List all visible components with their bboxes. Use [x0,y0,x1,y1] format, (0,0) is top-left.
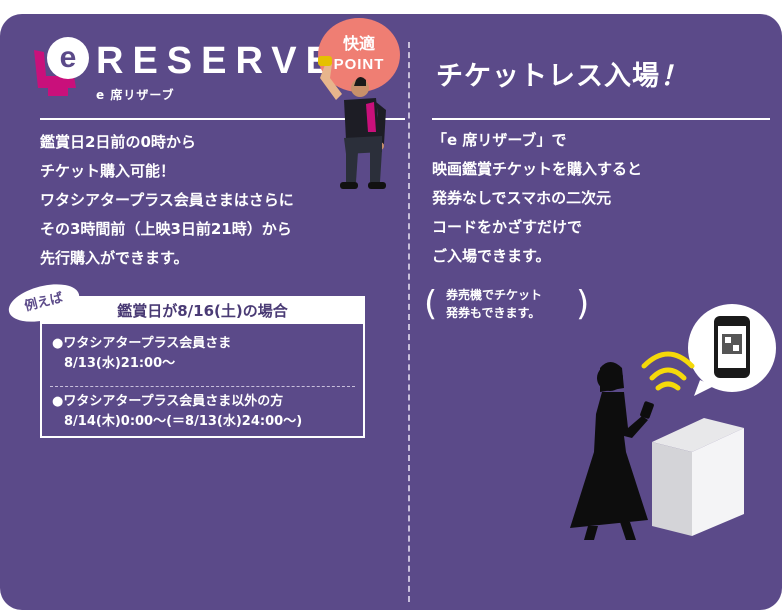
example-item-time: 8/13(水)21:00～ [64,356,176,371]
seat-icon [34,50,76,96]
ticket-machine-note: 券売機でチケット 発券もできます。 [432,286,556,322]
badge-line1: 快適 [342,34,375,53]
right-line: コードをかざすだけで [432,218,583,236]
left-line: ワタシアタープラス会員さまはさらに [40,191,294,209]
right-rule [432,118,770,120]
left-description: 鑑賞日2日前の0時から チケット購入可能！ ワタシアタープラス会員さまはさらに … [40,128,400,273]
comfort-point-badge: 快適 POINT [318,18,400,92]
example-item-time: 8/14(木)0:00～(＝8/13(水)24:00～) [64,414,303,429]
right-line: 「e 席リザーブ」で [432,131,567,149]
note-paren-left: ( [424,284,438,324]
right-line: 発券なしでスマホの二次元 [432,189,612,207]
example-separator [50,386,355,387]
person-figure-icon [318,56,386,189]
main-panel: e RESERVE e 席リザーブ 快適 POINT 鑑賞日2日前の0時から チ… [0,14,782,610]
center-divider [408,42,410,602]
left-line: その3時間前（上映3日前21時）から [40,220,292,238]
woman-silhouette-icon [570,362,654,540]
example-heading: 鑑賞日が8/16(土)の場合 [42,298,363,324]
note-line: 発券もできます。 [446,306,541,320]
left-line: 先行購入ができます。 [40,249,189,267]
badge-line2: POINT [333,56,385,73]
phone-qr-icon [688,304,776,396]
right-line: 映画鑑賞チケットを購入すると [432,160,643,178]
note-line: 券売機でチケット [446,288,543,302]
example-item-title: ●ワタシアタープラス会員さま以外の方 [52,394,284,409]
example-item-title: ●ワタシアタープラス会員さま [52,336,232,351]
right-description: 「e 席リザーブ」で 映画鑑賞チケットを購入すると 発券なしでスマホの二次元 コ… [432,126,642,271]
example-item-member: ●ワタシアタープラス会員さま 8/13(水)21:00～ [52,334,231,374]
note-paren-right: ) [576,284,590,324]
right-title-text: チケットレス入場 [436,61,660,92]
e-logo-icon: e [34,37,89,96]
right-title-mark: ！ [660,61,688,92]
brand-subtitle: e 席リザーブ [96,88,175,102]
example-box: 鑑賞日が8/16(土)の場合 ●ワタシアタープラス会員さま 8/13(水)21:… [40,296,365,438]
right-line: ご入場できます。 [432,247,551,265]
wifi-icon [641,351,695,391]
right-title: チケットレス入場！ [436,54,688,93]
svg-text:e: e [60,41,77,74]
left-line: チケット購入可能！ [40,162,176,180]
brand-name: RESERVE [96,40,340,82]
example-item-nonmember: ●ワタシアタープラス会員さま以外の方 8/14(木)0:00～(＝8/13(水)… [52,392,302,432]
left-rule [40,118,405,120]
left-line: 鑑賞日2日前の0時から [40,133,196,151]
ticket-gate-icon [652,418,744,536]
ticketless-entry-illustration [570,304,776,540]
